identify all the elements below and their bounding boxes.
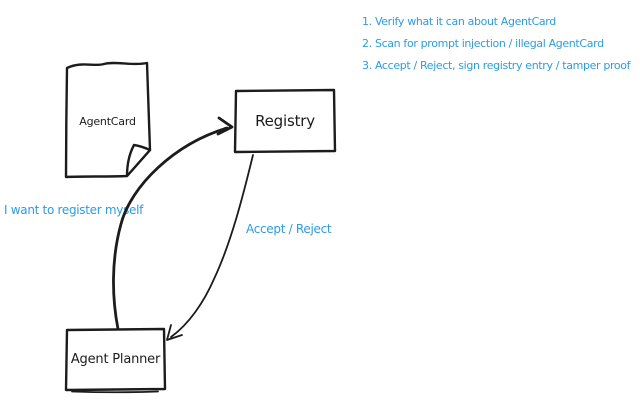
agent-planner-label: Agent Planner xyxy=(70,352,161,367)
verification-notes: 1. Verify what it can about AgentCard 2.… xyxy=(362,11,631,77)
accept-reject-arrowhead-icon xyxy=(166,324,183,341)
accept-reject-edge-label: Accept / Reject xyxy=(246,222,332,236)
agent-planner-sketch-line xyxy=(71,390,159,394)
registry-label: Registry xyxy=(255,112,315,130)
note-accept-sign: 3. Accept / Reject, sign registry entry … xyxy=(362,59,631,72)
register-arrowhead-icon xyxy=(216,116,234,136)
note-scan: 2. Scan for prompt injection / illegal A… xyxy=(362,37,604,50)
agent-card-label: AgentCard xyxy=(79,114,136,128)
register-arrow xyxy=(112,126,229,331)
agent-card-fold xyxy=(125,143,152,178)
register-edge-label: I want to register myself xyxy=(4,203,144,217)
note-verify: 1. Verify what it can about AgentCard xyxy=(362,15,556,28)
accept-reject-arrow xyxy=(170,154,254,338)
